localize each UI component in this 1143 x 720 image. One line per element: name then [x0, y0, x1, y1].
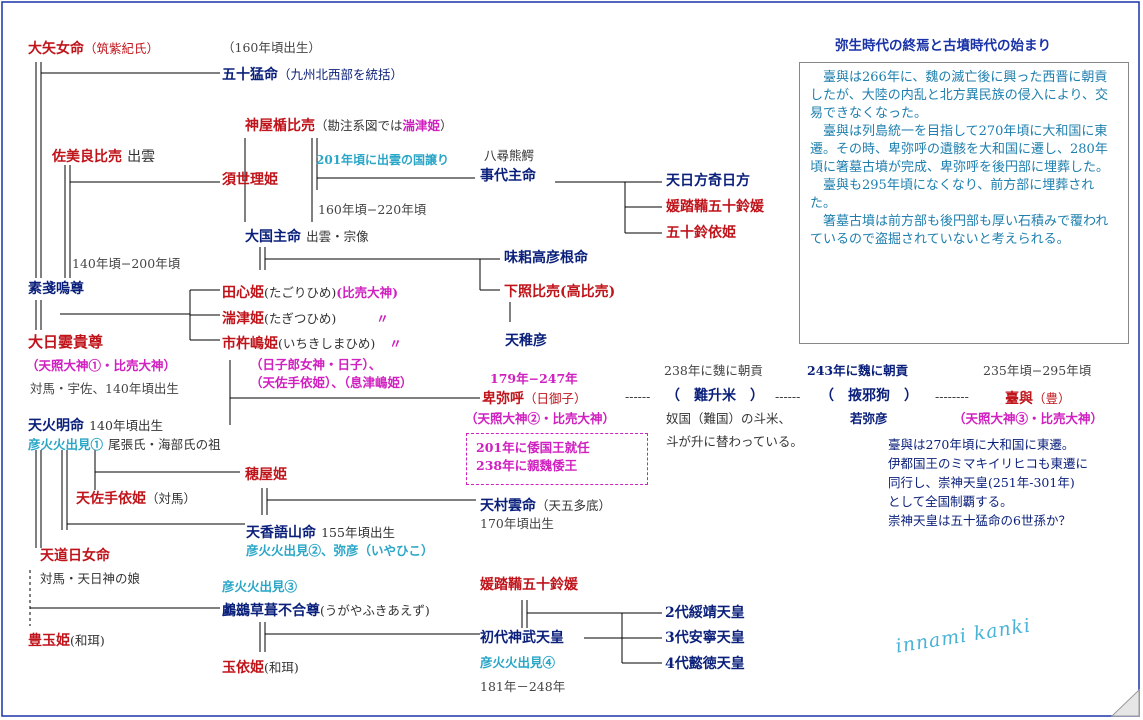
info-paragraph: 臺與は列島統一を目指して270年頃に大和国に東遷。その時、卑弥呼の遺骸を大和国に… [810, 124, 1110, 175]
ohirume-alias: （天照大神①・比売大神） [26, 358, 177, 373]
person-tesayori: 天佐手依姫（対馬） [76, 491, 197, 507]
diagram-title: 弥生時代の終焉と古墳時代の始まり [835, 38, 1051, 54]
person-kamuyatate: 神屋楯比売（勘注系図では湍津姫） [245, 118, 453, 134]
dashed-connector: ------ [625, 389, 651, 404]
person-oyame: 大矢女命（筑紫紀氏） [28, 41, 160, 57]
person-amewaka: 天稚彦 [505, 333, 547, 349]
person-tagori: 田心姫(たごりひめ)(比売大神) [222, 285, 399, 301]
murakumo-year: 170年頃出生 [480, 516, 554, 531]
person-itoku: 4代懿徳天皇 [665, 656, 745, 672]
hikoho-3: 彦火火出見③ [222, 579, 298, 594]
chuko-238: 238年に魏に朝貢 [664, 363, 763, 378]
person-kotoshiro: 事代主命 [480, 168, 536, 184]
okuni-years: 160年頃−220年頃 [318, 202, 427, 217]
person-amemurakumo: 天村雲命（天五多底） [480, 498, 612, 514]
himiko-years: 179年−247年 [490, 371, 578, 386]
person-toyo: 臺與（豊） [1005, 391, 1071, 407]
person-ajisuki: 味耜高彦根命 [504, 250, 588, 266]
person-honakari: 天火明命 140年頃出生 [28, 418, 163, 434]
person-himetatara-2: 媛踏鞴五十鈴媛 [480, 577, 578, 593]
toyo-note-line: 臺與は270年頃に大和国に東遷。 [888, 437, 1075, 452]
tomasu-note: 斗が升に替わっている。 [666, 434, 803, 449]
person-himiko: 卑弥呼（日御子） [482, 391, 587, 407]
person-sabirahime: 佐美良比売 出雲 [52, 149, 156, 165]
ekiyaku-label: （ 掖邪狗 ） [820, 388, 918, 404]
toyo-note-line: 伊都国王のミマキイリヒコも東遷に [888, 456, 1089, 471]
toyo-alias: （天照大神③・比売大神） [953, 411, 1104, 426]
himiko-box-line: 238年に親魏倭王 [476, 458, 578, 473]
hikoho-2: 彦火火出見②、弥彦（いやひこ） [246, 543, 434, 558]
person-kaguyama: 天香語山命 155年頃出生 [246, 525, 395, 541]
toyo-note-line: として全国制覇する。 [888, 494, 1013, 509]
teyori-alias: （天佐手依姫）、（息津嶋姫） [250, 375, 413, 390]
toyo-note-line: 同行し、崇神天皇(251年-301年) [888, 475, 1075, 490]
person-himetatara-1: 媛踏鞴五十鈴媛 [666, 199, 764, 215]
person-hoyahime: 穂屋姫 [245, 467, 287, 483]
dashed-connector: ------ [775, 389, 801, 404]
himiko-box-line: 201年に倭国王就任 [476, 440, 590, 455]
hikoho-4: 彦火火出見④ [480, 655, 556, 670]
person-jinmu: 初代神武天皇 [480, 630, 564, 646]
info-box: 臺與は266年に、魏の滅亡後に興った西晋に朝貢したが、大陸の内乱と北方異民族の侵… [799, 62, 1129, 344]
person-annei: 3代安寧天皇 [665, 630, 745, 646]
person-toyotama: 豊玉姫(和珥) [28, 633, 105, 649]
nakoku-note: 奴国（難国）の斗米、 [666, 411, 792, 426]
person-suseri: 須世理姫 [222, 172, 278, 188]
hinomiko-alias: （日子郎女神・日子）、 [250, 357, 382, 372]
person-ichiki: 市杵嶋姫(いちきしまひめ)〃 [222, 336, 402, 352]
izumo-note: 201年頃に出雲の国譲り [316, 153, 450, 167]
person-amehikata: 天日方奇日方 [666, 173, 750, 189]
chuko-243: 243年に魏に朝貢 [807, 363, 909, 378]
toyo-years: 235年頃−295年頃 [983, 363, 1092, 378]
person-tamayori: 玉依姫(和珥) [222, 660, 299, 676]
person-okuninushi: 大国主命 出雲・宗像 [245, 229, 369, 245]
himiko-box [466, 433, 648, 485]
jinmu-years: 181年－248年 [480, 679, 566, 694]
susanoo-years: 140年頃−200年頃 [72, 256, 181, 271]
toyo-note-line: 崇神天皇は五十猛命の6世孫か？ [888, 513, 1071, 528]
person-ugaya: 鸕鷀草葺不合尊(うがやふきあえず) [222, 603, 430, 619]
amemichi-note: 対馬・天日神の娘 [40, 571, 141, 586]
person-amemichi: 天道日女命 [40, 548, 110, 564]
person-ohirume: 大日孁貴尊 [28, 333, 104, 351]
person-tagitsu: 湍津姫(たぎつひめ)〃 [222, 311, 389, 327]
person-isuzuyori: 五十鈴依姫 [666, 225, 736, 241]
nashome-label: （ 難升米 ） [666, 388, 764, 404]
info-paragraph: 臺與も295年頃になくなり、前方部に埋葬された。 [810, 178, 1095, 211]
info-paragraph: 箸墓古墳は前方部も後円部も厚い石積みで覆われているので盗掘されていないと考えられ… [810, 214, 1109, 247]
person-suizei: 2代綏靖天皇 [665, 605, 745, 621]
ohirume-note: 対馬・宇佐、140年頃出生 [30, 381, 179, 396]
page-curl [1110, 688, 1140, 717]
himiko-alias: （天照大神②・比売大神） [465, 411, 616, 426]
info-paragraph: 臺與は266年に、魏の滅亡後に興った西晋に朝貢したが、大陸の内乱と北方異民族の侵… [810, 70, 1108, 121]
person-susanoo: 素戔嗚尊 [28, 281, 84, 297]
person-wakami: 若弥彦 [850, 411, 888, 426]
person-shitateru: 下照比売(高比売) [504, 284, 616, 300]
dashed-connector: -------- [935, 389, 969, 404]
oyame-year: （160年頃出生） [222, 40, 321, 55]
person-isotake: 五十猛命（九州北西部を統括） [222, 67, 404, 83]
yahiro-label: 八尋熊鰐 [484, 148, 535, 163]
hikoho-1-row: 彦火火出見① 尾張氏・海部氏の祖 [28, 437, 221, 452]
